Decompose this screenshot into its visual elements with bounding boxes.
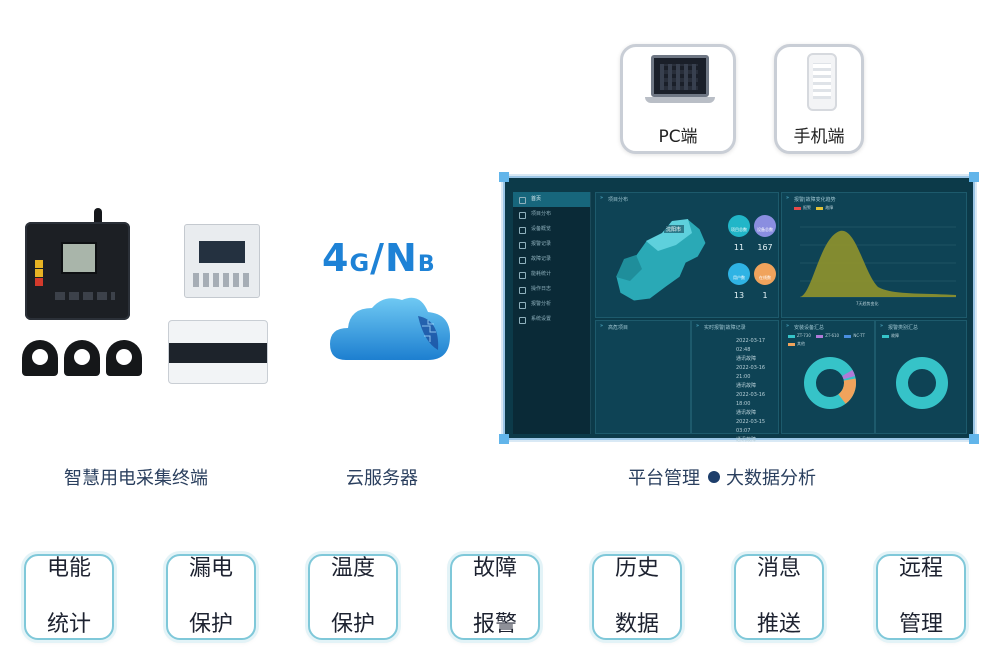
log-entry: 通讯故障: [736, 383, 757, 389]
nav-item: 设备概览: [513, 222, 590, 237]
stat-value: 13: [733, 291, 745, 300]
pc-client-card: PC端: [620, 44, 736, 154]
legend-item: 故障: [891, 333, 899, 338]
dashboard-sidebar: 首页 项目分布 设备概览 报警记录 故障记录 能耗统计 操作日志 报警分析 系统…: [513, 192, 591, 434]
bullet-dot-icon: [708, 471, 720, 483]
panel-title: 报警类别汇总: [876, 321, 966, 331]
current-transformer-icon: [64, 340, 100, 376]
device-donut-chart: [804, 357, 856, 409]
smartphone-icon: [807, 53, 837, 111]
log-entry: 21:00: [736, 374, 751, 380]
online-count-icon: 在线数: [754, 263, 776, 285]
feature-energy-stats: 电能统计: [24, 554, 114, 640]
terminal-caption: 智慧用电采集终端: [64, 468, 208, 489]
nav-item: 操作日志: [513, 282, 590, 297]
feature-remote-management: 远程管理: [876, 554, 966, 640]
feature-leakage-protection: 漏电保护: [166, 554, 256, 640]
project-total-icon: 项目总数: [728, 215, 750, 237]
platform-caption: 平台管理 大数据分析: [628, 464, 816, 490]
bigdata-label: 大数据分析: [726, 468, 816, 489]
legend-item: 其他: [797, 341, 805, 346]
nav-item: 项目分布: [513, 207, 590, 222]
panel-title: 安装设备汇总: [782, 321, 874, 331]
stat-value: 11: [733, 243, 745, 252]
alarm-type-panel: 报警类别汇总 故障: [875, 320, 967, 434]
feature-temperature-protection: 温度保护: [308, 554, 398, 640]
log-entry: 2022-03-16: [736, 392, 766, 398]
current-transformer-icon: [106, 340, 142, 376]
platform-label: 平台管理: [628, 468, 700, 489]
legend-alarm: 报警: [803, 205, 811, 210]
4g-nb-logo: 4G/NB: [322, 236, 436, 280]
nav-item: 系统设置: [513, 312, 590, 327]
log-entry: 通讯故障: [736, 356, 757, 362]
cloud-server-icon: [330, 290, 450, 360]
din-rail-meter-image: [184, 224, 260, 298]
panel-title: 项目分布: [596, 193, 778, 203]
panel-title: 报警|故障变化趋势: [782, 193, 966, 203]
detector-box-image: [168, 320, 268, 384]
current-transformer-icon: [22, 340, 58, 376]
legend-item: ZT-730: [797, 333, 811, 338]
feature-message-push: 消息推送: [734, 554, 824, 640]
device-summary-panel: 安装设备汇总 ZT-730 ZT-610 NC-TT 其他: [781, 320, 875, 434]
trend-x-label: 7天趋势变化: [856, 300, 879, 306]
nav-item: 首页: [513, 192, 590, 207]
panel-title: 高危项目: [596, 321, 690, 331]
log-entry: 通讯故障: [736, 410, 757, 416]
feature-fault-alarm: 故障报警: [450, 554, 540, 640]
panel-title: 实时报警|故障记录: [692, 321, 778, 331]
legend-fault: 故障: [825, 205, 834, 210]
log-entry: 2022-03-16: [736, 365, 766, 371]
legend-item: NC-TT: [853, 333, 866, 338]
high-risk-panel: 高危项目: [595, 320, 691, 434]
laptop-icon: [645, 55, 715, 117]
project-map-panel: 项目分布 沈阳市 项目总数 设备总数 11 167 用户数 在线数 13 1: [595, 192, 779, 318]
platform-dashboard-preview: 首页 项目分布 设备概览 报警记录 故障记录 能耗统计 操作日志 报警分析 系统…: [499, 172, 979, 444]
log-entry: 2022-03-17: [736, 338, 766, 344]
alarm-donut-chart: [896, 357, 948, 409]
mobile-client-label: 手机端: [793, 127, 845, 147]
nav-item: 能耗统计: [513, 267, 590, 282]
alarm-trend-panel: 报警|故障变化趋势 报警 故障 7天趋势变化: [781, 192, 967, 318]
log-entry: 02:48: [736, 347, 751, 353]
collector-terminal-image: [25, 222, 130, 320]
region-map-icon: 沈阳市: [615, 218, 707, 302]
stat-value: 1: [762, 291, 768, 300]
feature-history-data: 历史数据: [592, 554, 682, 640]
device-total-icon: 设备总数: [754, 215, 776, 237]
trend-area-chart: 7天趋势变化: [800, 226, 956, 306]
user-count-icon: 用户数: [728, 263, 750, 285]
nav-item: 故障记录: [513, 252, 590, 267]
realtime-log-panel: 实时报警|故障记录 2022-03-17 02:48 通讯故障 2022-03-…: [691, 320, 779, 443]
log-entry: 18:00: [736, 401, 751, 407]
log-entry: 通讯故障: [736, 437, 757, 443]
legend-item: ZT-610: [825, 333, 840, 338]
log-entry: 03:07: [736, 428, 751, 434]
stat-value: 167: [757, 243, 773, 252]
pc-client-label: PC端: [658, 127, 698, 147]
nav-item: 报警记录: [513, 237, 590, 252]
cloud-caption: 云服务器: [346, 468, 418, 489]
mobile-client-card: 手机端: [774, 44, 864, 154]
nav-item: 报警分析: [513, 297, 590, 312]
log-entry: 2022-03-15: [736, 419, 766, 425]
map-city-label: 沈阳市: [666, 226, 681, 233]
